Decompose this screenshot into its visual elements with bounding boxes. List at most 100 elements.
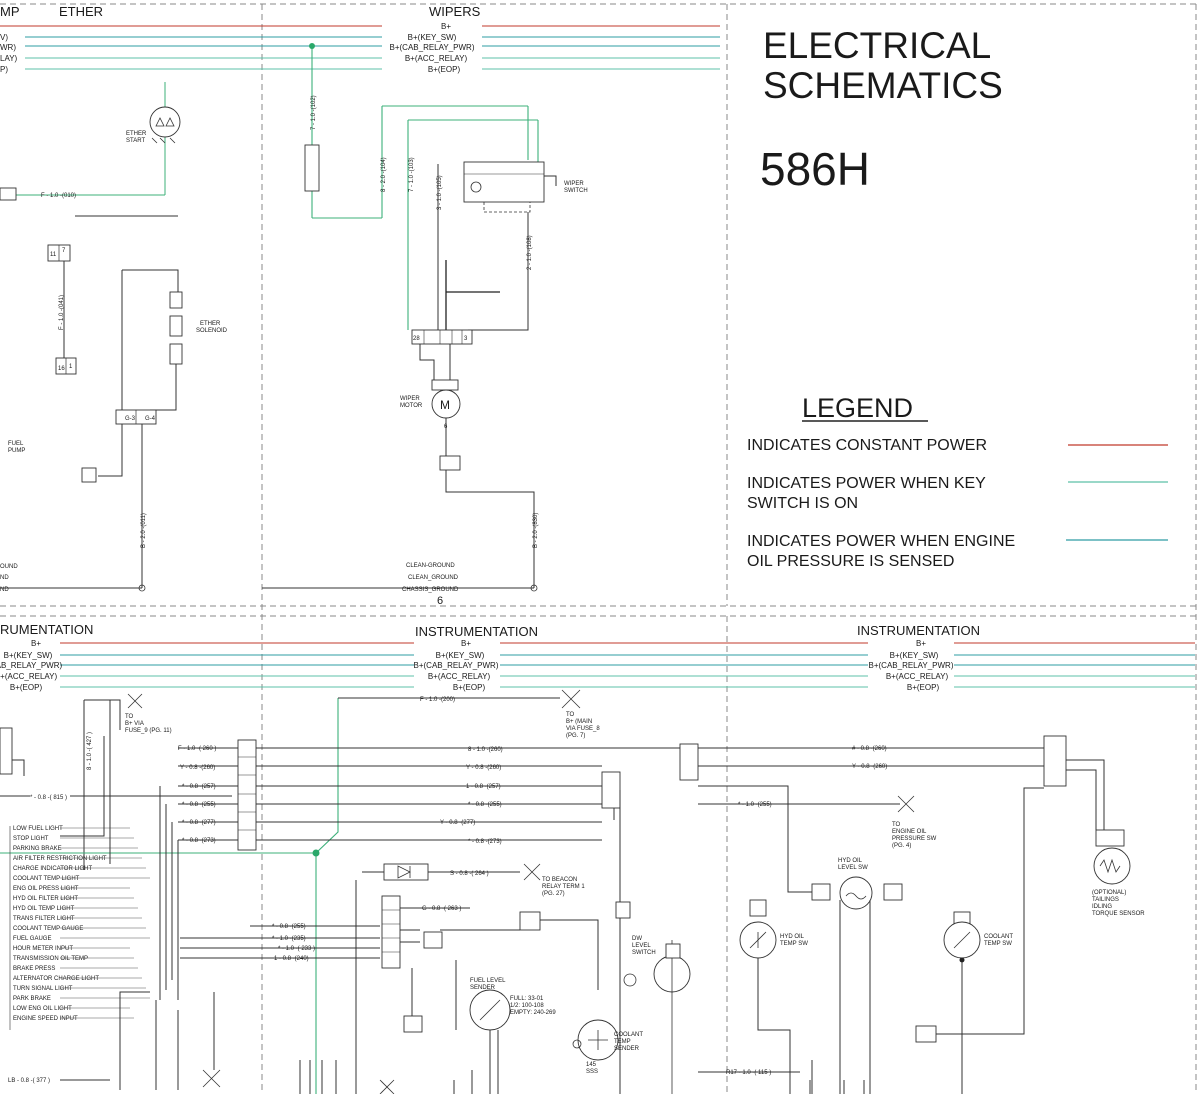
hyd-oil-level-symbol <box>839 876 873 910</box>
ether-start-symbol <box>149 106 181 138</box>
legend-item-key-on-1: INDICATES POWER WHEN KEY <box>747 475 986 492</box>
conn-3-label: 3 <box>464 336 468 342</box>
section-header-right-instr: INSTRUMENTATION <box>857 623 980 638</box>
wire-011: B - 2.0 -(011) <box>141 513 147 548</box>
wire-233: * - 1.0 -( 233 ) <box>278 946 315 952</box>
ether-left-connector <box>0 187 17 201</box>
legend-item-constant: INDICATES CONSTANT POWER <box>747 437 987 454</box>
right-row-1: # - 0.8 -(260) <box>852 746 887 752</box>
ether-feed-wire: F - 1.0 -(010) <box>41 193 76 199</box>
ground-number: 6 <box>437 595 443 607</box>
conn-g4-label: G-4 <box>145 416 156 422</box>
ground-label-chassis: CHASSIS_GROUND <box>402 587 459 593</box>
indicator-label: LOW ENG OIL LIGHT <box>13 1006 72 1012</box>
diode-symbol <box>383 863 429 881</box>
wire-102: 7 - 1.0 -(102) <box>311 95 317 130</box>
left-ground-3: ND <box>0 587 9 593</box>
wire-104: 8 - 2.0 -(104) <box>381 157 387 192</box>
indicator-label: HOUR METER INPUT <box>13 946 73 952</box>
title-block: ELECTRICAL SCHEMATICS 586H <box>760 25 1003 195</box>
middle-wire-rows: 8 - 1.0 -(260) Y - 0.8 -(260) 1 - 0.8 -(… <box>256 735 1145 1094</box>
mid-row-5: Y - 0.8 -(277) <box>440 820 475 826</box>
ground-label-clean-2: CLEAN_GROUND <box>408 575 459 581</box>
left-bus-cab: CAB_RELAY_PWR) <box>0 661 62 670</box>
section-header-left-instr: RUMENTATION <box>0 622 93 637</box>
motor-m-label: M <box>440 398 450 412</box>
connector-x10 <box>237 739 257 851</box>
indicator-label: ENGINE SPEED INPUT <box>13 1016 78 1022</box>
top-bus-label-b: B+ <box>441 22 451 31</box>
indicator-label: STOP LIGHT <box>13 836 49 842</box>
bottom-power-buses: B+ B+(KEY_SW) CAB_RELAY_PWR) B+(ACC_RELA… <box>0 638 1195 692</box>
mid-bus-key: B+(KEY_SW) <box>436 651 485 660</box>
mid-row-3: 1 - 0.8 -(257) <box>466 784 501 790</box>
section-header-wipers: WIPERS <box>429 4 481 19</box>
top-bus-label-acc: B+(ACC_RELAY) <box>405 54 468 63</box>
legend-item-key-on-2: SWITCH IS ON <box>747 495 858 512</box>
indicator-label: ENG OIL PRESS LIGHT <box>13 886 79 892</box>
left-ground-2: ND <box>0 575 9 581</box>
right-bus-eop: B+(EOP) <box>907 683 940 692</box>
left-bus-eop: B+(EOP) <box>10 683 43 692</box>
connector-x12 <box>381 895 401 969</box>
connector-7-label: 7 <box>62 248 66 254</box>
indicator-label: AIR FILTER RESTRICTION LIGHT <box>13 856 107 862</box>
conn-28-label: 28 <box>413 336 420 342</box>
left-bus-cut-3: LAY) <box>0 54 18 63</box>
mid-bus-b: B+ <box>461 639 471 648</box>
left-row-4: * - 0.8 -(255) <box>182 802 216 808</box>
left-bus-acc: B+(ACC_RELAY) <box>0 672 57 681</box>
wipers-section: 7 - 1.0 -(102) 8 - 2.0 -(104) 7 - 1.0 -(… <box>262 43 588 607</box>
connector-11-label: 11 <box>50 252 57 258</box>
left-bus-key: B+(KEY_SW) <box>4 651 53 660</box>
left-row-2: Y - 0.8 -(260) <box>180 765 215 771</box>
wire-240: 1 - 0.8 -(240) <box>274 956 309 962</box>
wire-200: F - 1.0 -(200) <box>420 697 455 703</box>
wire-377: LB - 0.8 -( 377 ) <box>8 1078 50 1084</box>
wire-108: 2 - 1.0 -(108) <box>527 235 533 270</box>
indicator-label: FUEL GAUGE <box>13 936 51 942</box>
indicator-label: COOLANT TEMP LIGHT <box>13 876 80 882</box>
optional-sensor-symbol <box>1093 847 1131 885</box>
legend-item-oil-1: INDICATES POWER WHEN ENGINE <box>747 533 1015 550</box>
mid-row-6: * - 0.8 -(273) <box>468 839 502 845</box>
legend: LEGEND INDICATES CONSTANT POWER INDICATE… <box>747 393 1168 570</box>
indicator-label: HYD OIL TEMP LIGHT <box>13 906 75 912</box>
right-bus-key: B+(KEY_SW) <box>890 651 939 660</box>
legend-title: LEGEND <box>802 393 913 423</box>
bottom-vertical-codes <box>299 1060 865 1095</box>
wire-235: * - 1.0 -(235) <box>272 936 306 942</box>
connector-1-label: 1 <box>69 364 73 370</box>
left-row-1: F - 1.0 -( 260 ) <box>178 746 216 752</box>
top-bus-label-eop: B+(EOP) <box>428 65 461 74</box>
mid-bus-acc: B+(ACC_RELAY) <box>428 672 491 681</box>
connector-16-label: 16 <box>58 366 65 372</box>
left-row-3: * - 0.8 -(257) <box>182 784 216 790</box>
indicator-label: BRAKE PRESS <box>13 966 55 972</box>
title-line1: ELECTRICAL <box>763 25 991 66</box>
indicator-label: CHARGE INDICATOR LIGHT <box>13 866 92 872</box>
indicator-label: TRANS FILTER LIGHT <box>13 916 75 922</box>
top-power-buses: B+ B+(KEY_SW) B+(CAB_RELAY_PWR) B+(ACC_R… <box>0 21 720 74</box>
wire-105: 3 - 1.0 -(105) <box>437 175 443 210</box>
indicator-label: LOW FUEL LIGHT <box>13 826 63 832</box>
connector-28-3 <box>411 329 473 345</box>
indicator-label: PARK BRAKE <box>13 996 51 1002</box>
left-bus-b: B+ <box>31 639 41 648</box>
